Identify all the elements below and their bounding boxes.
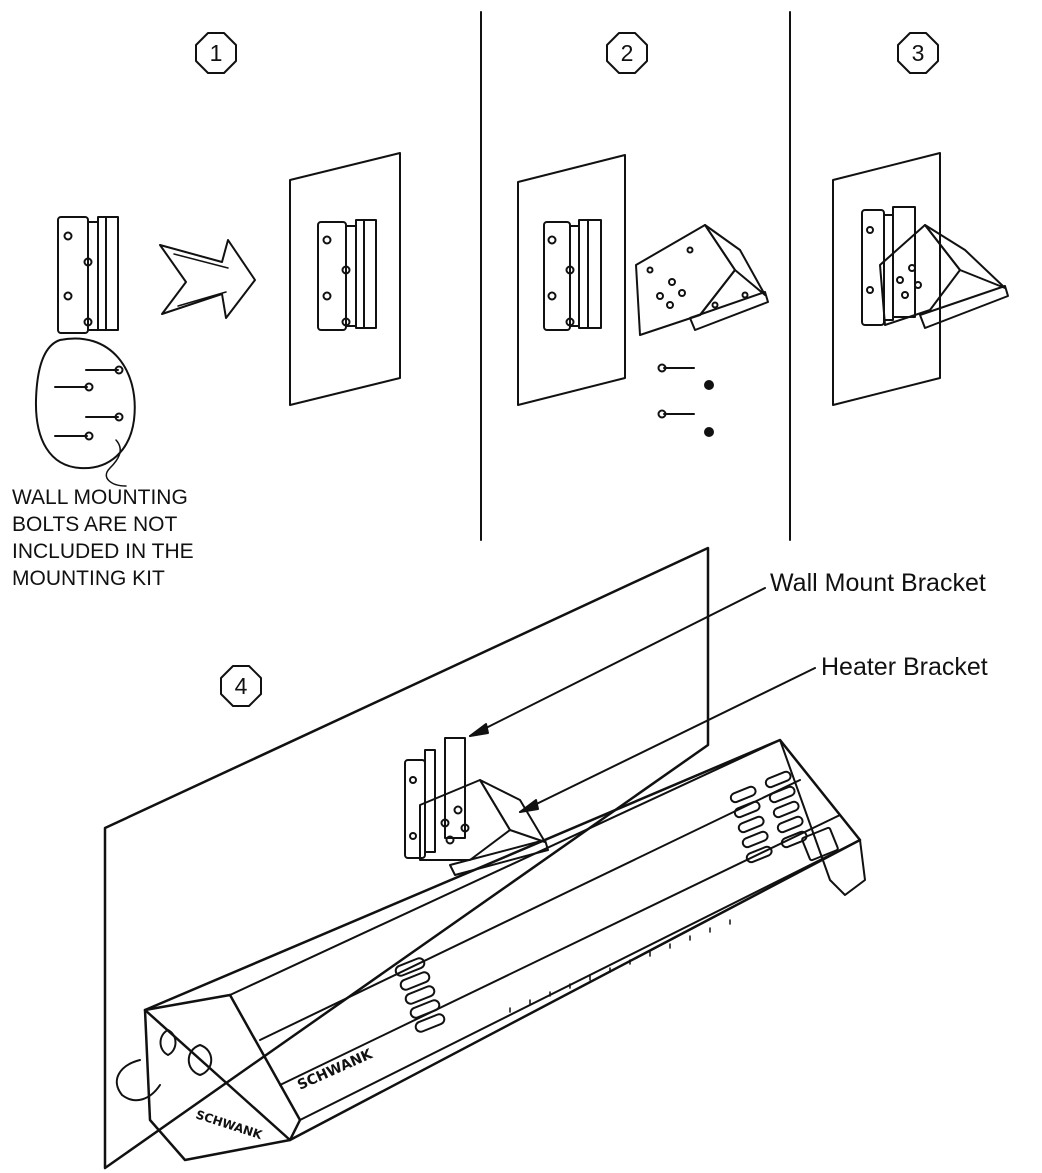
power-switch-icon [801, 826, 839, 862]
step-4-illustration: SCHWANK SCHWANK [103, 546, 866, 1170]
wall-bracket-mounted [317, 219, 377, 331]
bolt-icons [54, 365, 124, 441]
step-4-badge [220, 665, 262, 707]
bolts-not-included-note: WALL MOUNTING BOLTS ARE NOT INCLUDED IN … [12, 486, 194, 590]
step-1-illustration [34, 152, 401, 487]
bolts-and-nuts [657, 363, 714, 437]
vent-slots-end [729, 770, 808, 864]
wall-mount-bracket-label: Wall Mount Bracket [770, 569, 986, 597]
wall-bracket-mounted-2 [543, 219, 602, 331]
wall-panel-4 [103, 546, 710, 1170]
panel-dividers [480, 11, 791, 541]
bolts-callout-bubble [34, 337, 136, 470]
step-2-illustration [517, 154, 769, 437]
brackets-on-heater [404, 737, 549, 876]
brand-logo-top: SCHWANK [295, 1046, 376, 1094]
step-3-number: 3 [911, 40, 925, 66]
step-4-number: 4 [234, 673, 248, 699]
assembled-brackets [861, 206, 1009, 329]
wall-bracket-leader [469, 587, 766, 737]
heater-body [115, 738, 866, 1162]
step-2-number: 2 [620, 40, 634, 66]
step-1-number: 1 [209, 40, 223, 66]
step-2-badge [606, 32, 648, 74]
brand-logo-end: SCHWANK [194, 1108, 264, 1143]
heater-bracket-leader [519, 667, 816, 813]
wall-bracket-loose [57, 216, 119, 334]
step-badges [195, 32, 939, 707]
step-3-illustration [832, 152, 1009, 406]
arrow-icon [159, 239, 256, 319]
step-3-badge [897, 32, 939, 74]
heater-bracket-label: Heater Bracket [821, 653, 988, 681]
step-1-badge [195, 32, 237, 74]
wall-panel-3 [832, 152, 941, 406]
wall-panel-1 [289, 152, 401, 406]
wall-panel-2 [517, 154, 626, 406]
heater-bracket-loose [635, 224, 769, 336]
vent-slots-center [394, 957, 446, 1033]
